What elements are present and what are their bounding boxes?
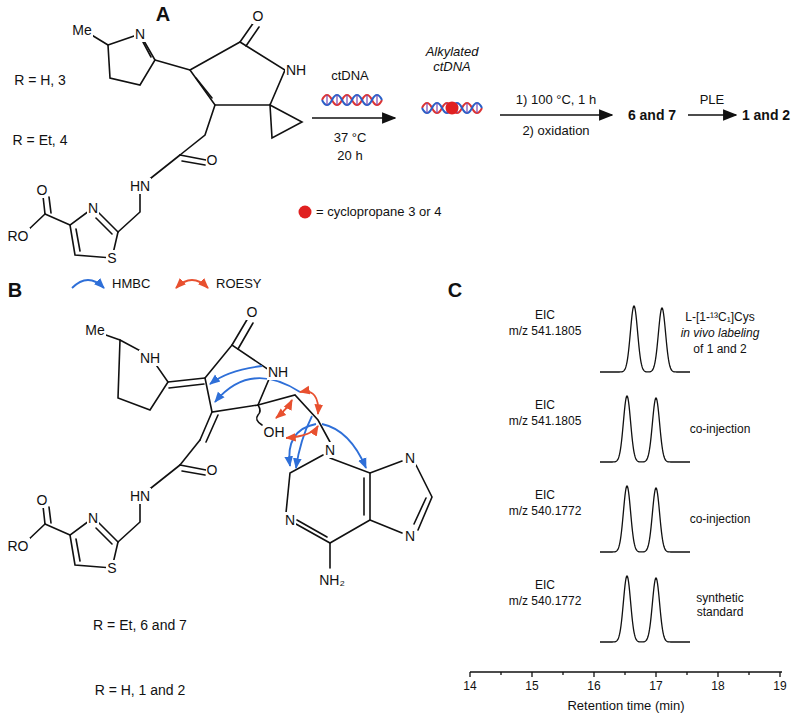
trace-line xyxy=(600,306,690,372)
compound-number: 1 and 2 xyxy=(742,107,790,123)
trace-label: m/z 540.1772 xyxy=(509,595,582,609)
atom-label: N xyxy=(87,200,99,216)
condition-text: 2) oxidation xyxy=(522,124,589,139)
atom-label: RO xyxy=(7,228,30,244)
reagent-label: PLE xyxy=(700,93,725,108)
compound-number: 6 and 7 xyxy=(628,107,676,123)
trace-label: m/z 541.1805 xyxy=(509,325,582,339)
atom-label: N xyxy=(404,450,416,466)
atom-label: S xyxy=(106,560,117,576)
trace-note: of 1 and 2 xyxy=(693,343,746,357)
tick-label: 14 xyxy=(463,680,476,694)
atom-label: S xyxy=(106,250,117,266)
trace-note: co-injection xyxy=(690,513,751,527)
trace-label: m/z 540.1772 xyxy=(509,505,582,519)
legend-text: HMBC xyxy=(112,276,150,291)
condition-text: 1) 100 °C, 1 h xyxy=(516,93,596,108)
atom-label: NH xyxy=(285,62,307,78)
chromatogram xyxy=(600,306,690,642)
atom-label: N xyxy=(134,26,146,42)
trace-line xyxy=(600,486,690,552)
trace-label: EIC xyxy=(535,399,555,413)
atom-label: NH xyxy=(267,364,289,380)
trace-label: EIC xyxy=(535,309,555,323)
panel-letter: A xyxy=(156,3,170,26)
trace-line xyxy=(600,396,690,462)
compound-label: R = Et, 6 and 7 xyxy=(93,617,187,633)
adduct-dot xyxy=(299,206,312,219)
note-text: = cyclopropane 3 or 4 xyxy=(316,205,441,220)
adduct-dot xyxy=(446,102,459,115)
atom-label: OH xyxy=(263,424,286,440)
tick-label: 17 xyxy=(649,680,662,694)
product-label: Alkylated ctDNA xyxy=(417,45,487,75)
trace-note: co-injection xyxy=(690,423,751,437)
condition-text: 37 °C xyxy=(334,131,367,146)
reagent-label: ctDNA xyxy=(331,69,369,84)
atom-label: NH xyxy=(139,350,161,366)
trace-note: in vivo labeling xyxy=(681,327,760,341)
trace-line xyxy=(600,576,690,642)
trace-note: synthetic standard xyxy=(680,592,760,620)
atom-label: HN xyxy=(129,488,151,504)
atom-label: NH₂ xyxy=(318,572,346,588)
atom-label: O xyxy=(36,492,49,508)
nmr-correlation xyxy=(210,366,366,468)
atom-label: O xyxy=(246,304,259,320)
atom-label: N xyxy=(284,512,296,528)
tick-label: 19 xyxy=(773,680,786,694)
trace-note: L-[1-¹³C₁]Cys xyxy=(685,311,754,325)
trace-label: EIC xyxy=(535,489,555,503)
atom-label: Me xyxy=(84,322,105,338)
x-axis xyxy=(470,672,782,677)
compound-label: R = H, 3 xyxy=(14,72,66,88)
axis-title: Retention time (min) xyxy=(567,699,684,714)
atom-label: O xyxy=(206,152,219,168)
tick-label: 16 xyxy=(587,680,600,694)
legend-text: ROESY xyxy=(216,276,262,291)
tick-label: 18 xyxy=(711,680,724,694)
condition-text: 20 h xyxy=(337,149,362,164)
structure-b xyxy=(26,318,432,568)
atom-label: N xyxy=(324,442,336,458)
trace-label: m/z 541.1805 xyxy=(509,415,582,429)
atom-label: O xyxy=(206,462,219,478)
atom-label: O xyxy=(252,8,265,24)
compound-label: R = Et, 4 xyxy=(13,132,68,148)
trace-label: EIC xyxy=(535,579,555,593)
panel-letter: B xyxy=(8,279,22,302)
atom-label: N xyxy=(87,510,99,526)
atom-label: Me xyxy=(71,22,92,38)
atom-label: N xyxy=(404,528,416,544)
compound-label: R = H, 1 and 2 xyxy=(95,682,186,698)
atom-label: RO xyxy=(7,538,30,554)
atom-label: O xyxy=(36,182,49,198)
tick-label: 15 xyxy=(525,680,538,694)
atom-label: HN xyxy=(129,178,151,194)
panel-letter: C xyxy=(448,279,462,302)
